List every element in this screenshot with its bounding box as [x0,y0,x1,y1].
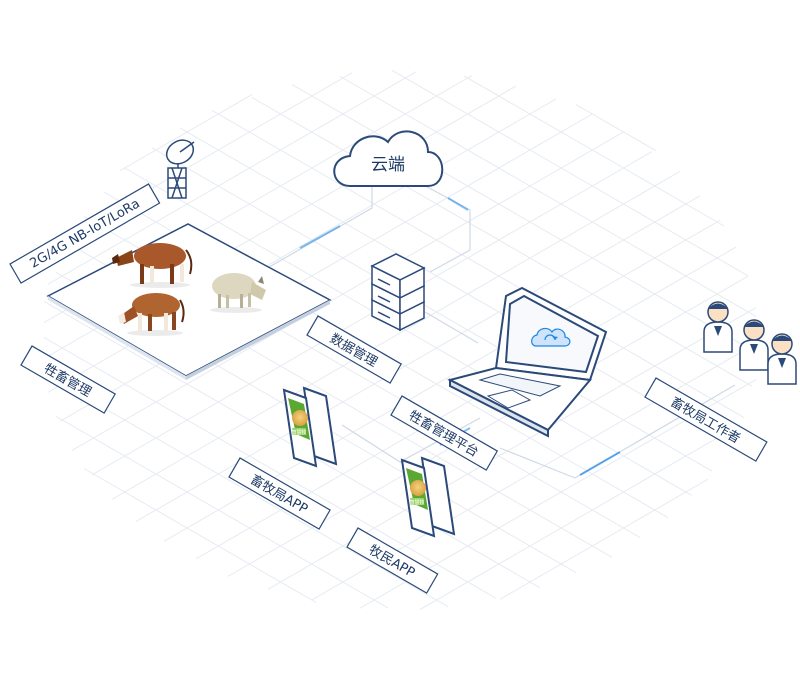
grid-line [211,109,745,418]
grid-line [499,478,709,600]
cow-2 [118,293,185,336]
grid-line [463,75,725,227]
grid-line [119,94,253,172]
bureau-staff-tag: 畜牧局工作者 [644,377,768,462]
goat [210,273,266,313]
grid-line [71,131,625,451]
server-icon[interactable] [370,253,426,332]
cloud-label: 云端 [371,155,405,175]
grid-line [47,71,417,285]
grid-line [151,147,713,472]
cloud-icon [333,130,444,187]
grid-line [83,468,317,603]
person-icon [739,319,769,371]
phone-bureau-app[interactable] [282,386,338,468]
sync-icon [531,327,571,347]
herder-app-tag: 牧民APP [346,527,439,594]
grid-line [251,97,753,387]
grid-line [55,415,389,609]
flow-highlight-3 [579,451,621,476]
phone-herder-app[interactable] [400,456,456,538]
bureau-staff-group[interactable] [703,301,797,385]
livestock-plate[interactable] [46,223,332,380]
flow-highlight-2 [447,197,469,211]
flow-highlight-1 [299,225,341,249]
grid-line [59,113,593,422]
cloud-node[interactable]: 云端 [333,130,444,187]
grid-line [575,104,657,152]
bureau-app-icon: 智慧牧 [291,410,308,436]
platform-tag: 牲畜管理平台 [390,395,499,471]
grid-line [111,170,681,500]
link-server-to-laptop [424,311,479,344]
grid-line [47,98,557,393]
person-icon [703,301,733,353]
link-cloud-to-laptop [417,181,471,273]
laptop-icon[interactable] [447,286,608,438]
grid-line [419,424,741,610]
grid-line [43,336,497,599]
grid-line [391,69,749,277]
cow-1 [112,243,193,288]
grid-line [179,127,729,445]
herder-app-icon-text: 智慧牧 [409,499,424,506]
person-icon [767,333,797,385]
herder-app-icon: 智慧牧 [409,480,426,506]
bureau-app-icon-text: 智慧牧 [291,429,306,436]
grid-line [291,84,757,353]
grid-line [135,195,701,522]
livestock-management-tag: 牲畜管理 [20,345,116,414]
grid-line [339,75,757,317]
grid-line [43,372,449,608]
antenna-tower-icon [165,139,195,199]
link-livestock-to-cloud [249,182,373,279]
